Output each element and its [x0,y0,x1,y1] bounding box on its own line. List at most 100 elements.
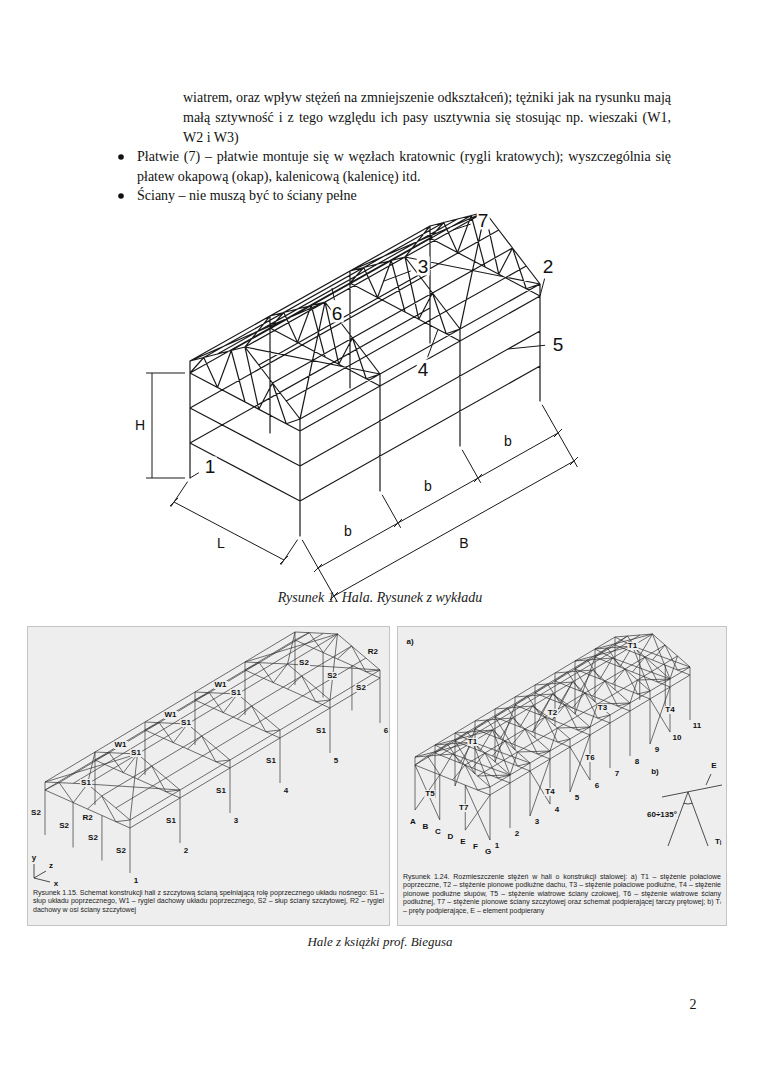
bullet-dot [118,154,124,160]
member-label: S2 [30,809,42,817]
member-label: 6 [383,727,389,735]
member-label: T4 [664,706,675,714]
member-label: A [409,818,417,826]
dimension-label: b [503,434,513,448]
leader-line [508,345,545,349]
member-label: S1 [215,787,227,795]
member-label: W1 [164,711,178,719]
member-label: y [31,854,37,862]
leader-line [540,279,545,296]
member-label: S2 [355,684,367,692]
member-label: R2 [81,814,93,822]
member-label: 3 [534,818,540,826]
figure-panel: Rysunek 1.24. Rozmieszczenie stężeń w ha… [397,626,727,926]
member-label: 5 [333,757,339,765]
member-label: T2 [547,709,558,717]
figure-panel: Rysunek 1.15. Schemat konstrukcji hali z… [27,626,390,926]
member-label: a) [405,638,414,646]
member-label: E [710,762,717,770]
panel-caption: Rysunek 1.24. Rozmieszczenie stężeń w ha… [403,873,721,915]
member-label: S1 [230,689,242,697]
member-label: Tᵢ [714,838,722,846]
member-label: W1 [214,681,228,689]
member-label: 8 [634,758,640,766]
member-label: S2 [87,834,99,842]
support-detail [662,774,722,846]
member-label: 5 [574,794,580,802]
hall-bracing-drawing [415,634,690,840]
page-number: 2 [690,998,697,1012]
member-label: G [484,848,492,856]
callout-number: 5 [552,335,565,354]
dimension-label: H [134,418,146,432]
leader-line [332,288,334,300]
member-label: T1 [467,738,478,746]
hall-frame-drawing [45,632,380,873]
figure-caption: Rysunek 1. Hala. Rysunek z wykładu [278,590,482,607]
dimension-lines [146,373,578,602]
member-label: S1 [315,727,327,735]
member-label: T4 [544,788,555,796]
callout-number: 7 [477,211,490,230]
panel-caption: Rysunek 1.15. Schemat konstrukcji hali z… [33,889,384,914]
member-label: B [422,823,430,831]
dimension-label: b [423,479,433,493]
member-label: S1 [180,719,192,727]
member-label: 1 [133,877,139,885]
member-label: 6 [594,782,600,790]
member-label: R2 [367,648,379,656]
bullets [118,154,124,199]
member-label: z [48,862,54,870]
member-label: 2 [514,830,520,838]
member-label: S1 [80,779,92,787]
member-label: S1 [165,817,177,825]
member-label: S2 [58,822,70,830]
callout-number: 1 [204,457,217,476]
scan-panel-ground [397,626,727,926]
callout-number: 6 [331,303,344,322]
member-label: 9 [654,746,660,754]
member-label: S2 [115,847,127,855]
member-label: 60÷135° [646,811,678,819]
figure-caption: Hale z książki prof. Biegusa [307,934,452,950]
leader-line [453,224,471,230]
member-label: D [447,833,455,841]
hall-frame-drawing [190,212,540,536]
member-label: b) [650,768,660,776]
member-label: C [434,828,442,836]
callout-number: 3 [417,257,430,276]
member-label: S1 [265,757,277,765]
member-label: T7 [458,804,469,812]
member-label: T1 [627,642,638,650]
member-label: S2 [298,659,310,667]
dimension-label: b [343,524,353,538]
leader-line [428,329,438,357]
member-label: 10 [672,734,683,742]
member-label: T6 [584,754,595,762]
body-text: Ściany – nie muszą być to ściany pełne [137,186,671,206]
leader-line [190,473,199,478]
member-label: 3 [233,817,239,825]
member-label: W1 [114,741,128,749]
scan-panels [27,626,727,926]
member-label: 4 [554,806,560,814]
dimension-label: B [458,536,469,550]
member-label: F [472,843,479,851]
scan-panel-ground [27,626,390,926]
member-label: 7 [614,770,620,778]
member-label: S1 [130,749,142,757]
dimension-label: L [216,536,226,550]
member-label: x [53,880,59,888]
member-label: 2 [183,847,189,855]
callout-number: 4 [417,360,430,379]
leader-lines [190,224,545,478]
member-label: 11 [692,722,702,730]
member-label: T5 [424,790,435,798]
member-label: 4 [283,787,289,795]
bullet-dot [118,193,124,199]
member-label: S2 [326,672,338,680]
member-label: T3 [597,704,608,712]
leader-line [383,271,411,281]
member-label: E [459,838,466,846]
